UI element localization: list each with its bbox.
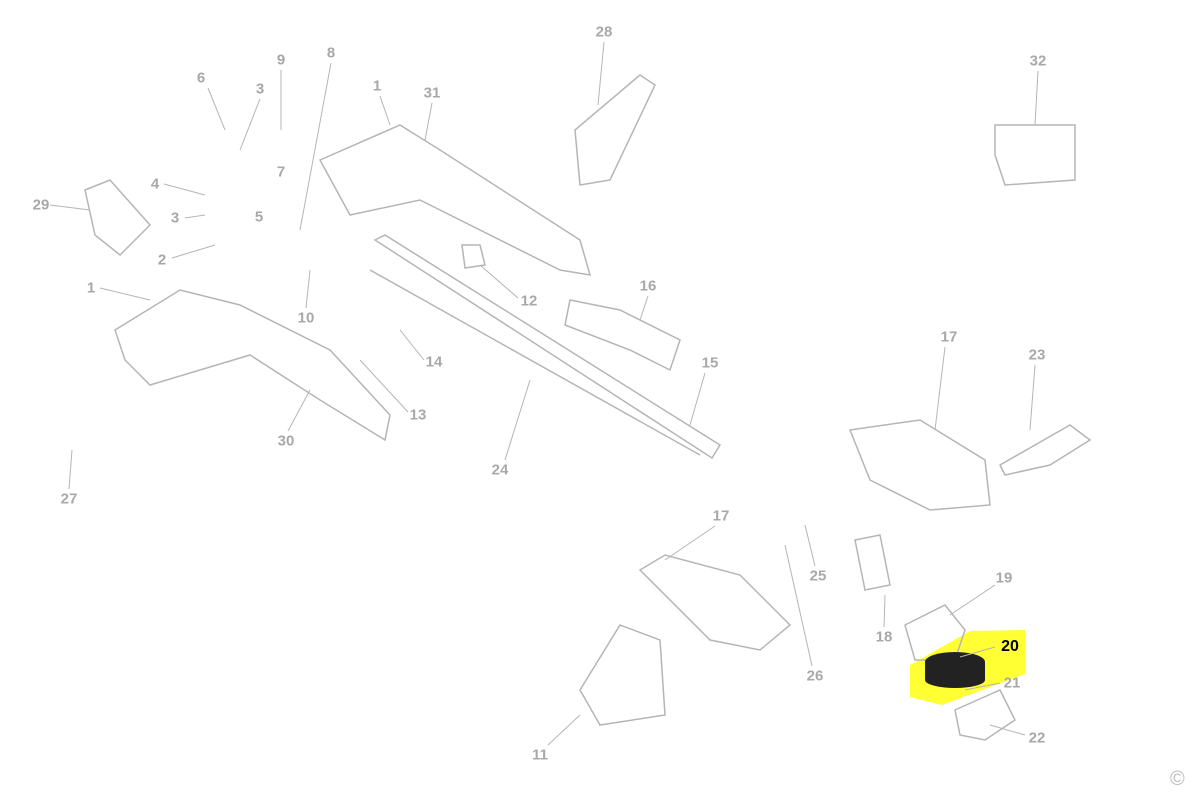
part-16-collar — [564, 299, 681, 372]
part-label: 4 — [150, 175, 160, 193]
part-label: 22 — [1028, 729, 1046, 747]
part-11-guard — [579, 624, 666, 726]
part-label: 29 — [32, 196, 50, 214]
part-label: 24 — [491, 461, 509, 479]
part-label: 10 — [297, 309, 315, 327]
part-label: 21 — [1003, 674, 1021, 692]
part-15-tube — [373, 234, 722, 460]
part-label: 26 — [806, 667, 824, 685]
part-label: 32 — [1029, 52, 1047, 70]
part-label: 25 — [809, 567, 827, 585]
part-label: 15 — [701, 354, 719, 372]
part-31-housing — [318, 124, 592, 276]
part-32-charger — [994, 124, 1076, 186]
leader-lines — [49, 41, 1039, 746]
part-label: 27 — [60, 490, 78, 508]
part-label: 1 — [86, 279, 96, 297]
part-label: 5 — [254, 208, 264, 226]
part-label: 23 — [1028, 346, 1046, 364]
part-29-battery — [84, 179, 152, 257]
part-20-spool — [925, 652, 985, 688]
part-24-cable — [369, 269, 701, 456]
part-label: 1 — [372, 77, 382, 95]
part-label: 7 — [276, 163, 286, 181]
part-label: 8 — [326, 44, 336, 62]
part-label: 11 — [532, 746, 548, 764]
part-12-nut — [461, 244, 486, 269]
part-label: 31 — [423, 84, 441, 102]
part-22-cap — [954, 689, 1016, 741]
part-17-housing-b — [638, 554, 792, 651]
part-label: 17 — [940, 328, 958, 346]
part-label-highlighted: 20 — [1001, 638, 1019, 655]
part-23-guard — [999, 424, 1092, 476]
part-label: 18 — [875, 628, 893, 646]
part-1-housing — [114, 289, 391, 442]
part-label: 3 — [170, 209, 180, 227]
part-label: 3 — [255, 80, 265, 98]
part-label: 28 — [595, 23, 613, 41]
part-label: 13 — [409, 406, 427, 424]
part-label: 14 — [425, 353, 443, 371]
part-label: 16 — [639, 277, 657, 295]
part-label: 30 — [277, 432, 295, 450]
part-label: 6 — [196, 69, 206, 87]
part-label: 12 — [520, 292, 538, 310]
part-28-handle — [574, 74, 656, 186]
part-17-housing-a — [848, 419, 991, 511]
copyright-mark: © — [1170, 768, 1185, 790]
part-label: 19 — [995, 569, 1013, 587]
part-label: 9 — [276, 51, 286, 69]
part-label: 17 — [712, 507, 730, 525]
part-18-motor — [854, 534, 891, 591]
part-19-spool-housing — [904, 604, 966, 661]
part-label: 2 — [157, 251, 167, 269]
